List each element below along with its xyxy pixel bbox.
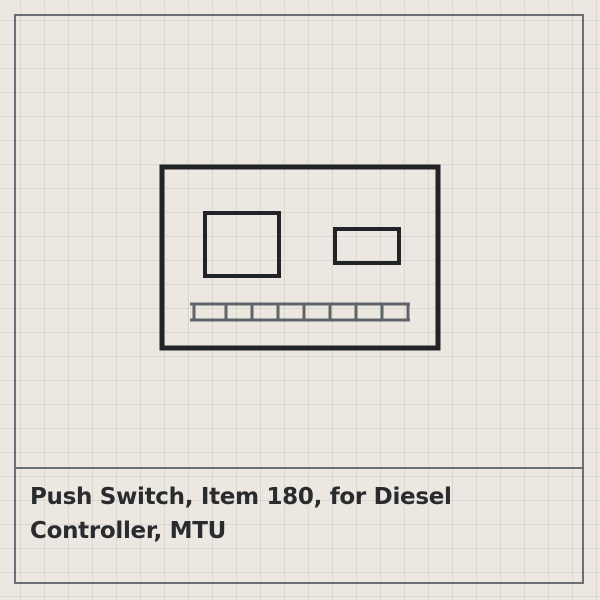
part-caption: Push Switch, Item 180, for Diesel Contro… (30, 484, 452, 544)
terminal-strip (190, 302, 410, 322)
indicator-window (333, 227, 401, 265)
caption-divider (14, 467, 584, 469)
outer-frame (14, 14, 584, 584)
switch-body-outline (159, 164, 441, 351)
push-button-square (203, 211, 281, 278)
